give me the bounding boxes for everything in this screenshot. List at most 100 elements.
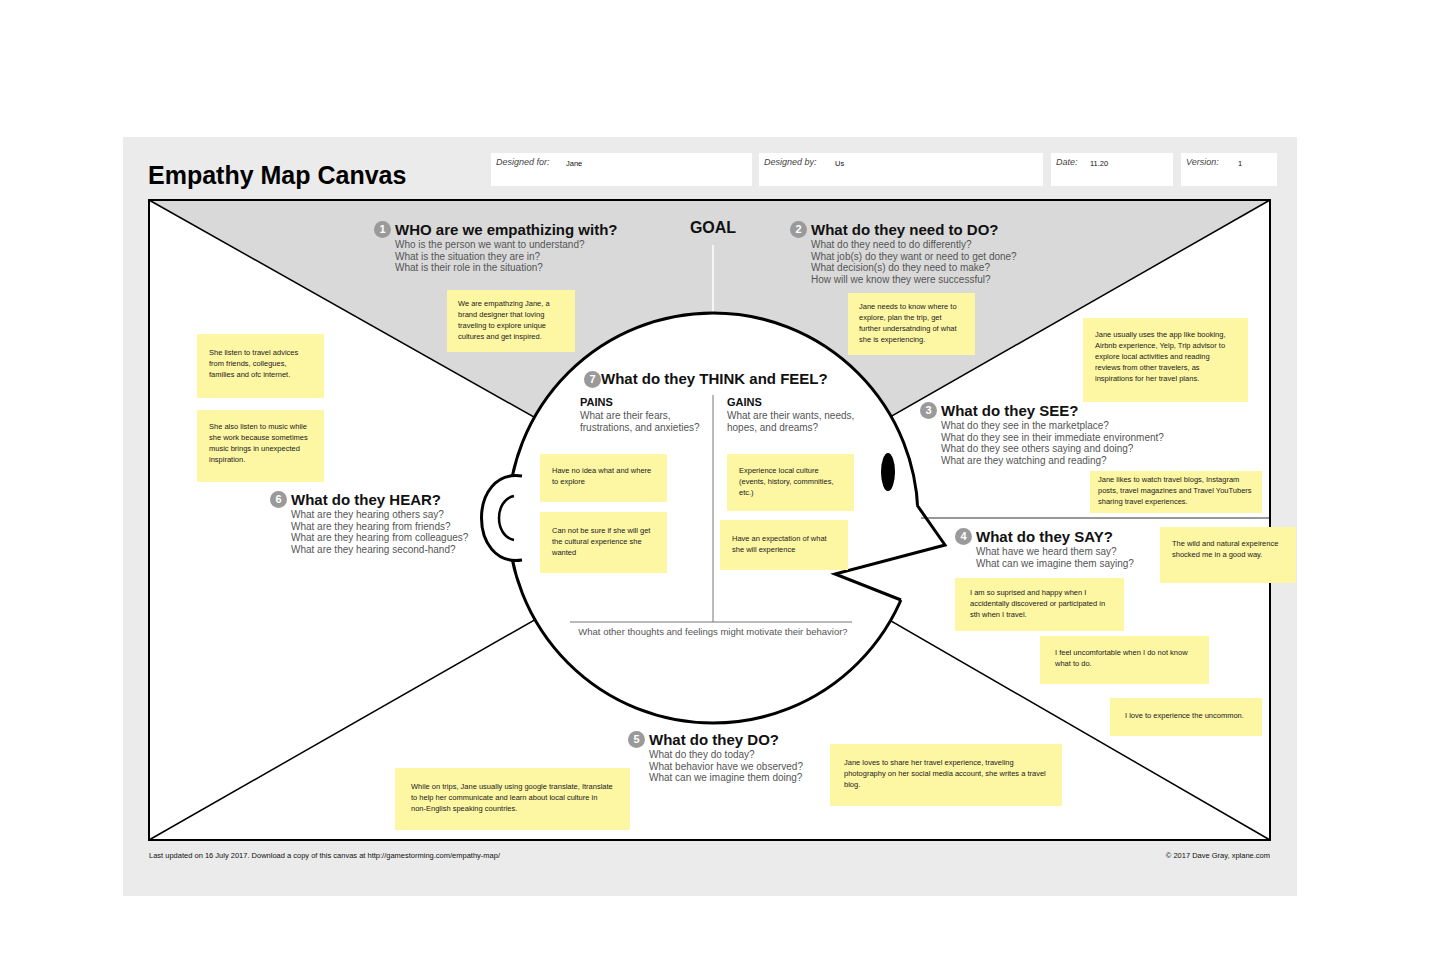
section-heading: What do they HEAR?: [291, 491, 441, 508]
sticky-note: She also listen to music while she work …: [197, 410, 324, 482]
section-question: What do they see others saying and doing…: [941, 443, 1164, 455]
section-question: What are their wants, needs, hopes, and …: [727, 410, 855, 434]
section-question: What do they need to do differently?: [811, 239, 1017, 251]
sticky-text: Jane loves to share her travel experienc…: [844, 758, 1048, 791]
canvas-title: Empathy Map Canvas: [148, 161, 406, 189]
think-text-wrap: What are their fears, frustrations, and …: [580, 410, 708, 434]
sticky-note: She listen to travel advices from friend…: [197, 334, 324, 398]
section-heading: What do they need to DO?: [811, 221, 999, 238]
section-heading-row: 2What do they need to DO?: [790, 220, 1017, 239]
label-wrap: GOAL: [690, 219, 736, 237]
field-label: Version:: [1186, 157, 1219, 167]
sticky-text: She listen to travel advices from friend…: [209, 348, 312, 381]
label-wrap: Last updated on 16 July 2017. Download a…: [149, 844, 500, 862]
think-text-wrap: What do they THINK and FEEL?: [601, 369, 828, 387]
callout-number: 2: [790, 221, 807, 238]
section-heading-row: 5What do they DO?: [628, 730, 803, 749]
field-box: Date:11.20: [1051, 153, 1173, 186]
think-text-wrap: 7: [584, 370, 601, 388]
callout-number: 3: [920, 402, 937, 419]
section-question: What are they hearing from friends?: [291, 521, 468, 533]
section-question: What decision(s) do they need to make?: [811, 262, 1017, 274]
sticky-note: I feel uncomfortable when I do not know …: [1040, 636, 1209, 684]
goal-label: GOAL: [690, 219, 736, 236]
section-question: What do they see in the marketplace?: [941, 420, 1164, 432]
sticky-text: Experience local culture (events, histor…: [739, 466, 842, 499]
ear-inner: [499, 496, 514, 540]
say-section: I am so suprised and happy when I accide…: [930, 522, 1296, 744]
head-outline: [508, 313, 918, 723]
sticky-text: Jane likes to watch travel blogs, Instag…: [1098, 475, 1254, 508]
sticky-note: Jane needs to know where to explore, pla…: [848, 293, 975, 355]
sticky-note: Have no idea what and where to explore: [540, 454, 667, 502]
field-label: Designed by:: [764, 157, 817, 167]
callout-number: 1: [374, 221, 391, 238]
section-heading: WHO are we empathizing with?: [395, 221, 618, 238]
section-question: What are they watching and reading?: [941, 455, 1164, 467]
sticky-text: The wild and natural expeirence shocked …: [1172, 539, 1284, 561]
sticky-note: Can not be sure if she will get the cult…: [540, 512, 667, 573]
eye: [881, 453, 895, 491]
sticky-note: We are empathzing Jane, a brand designer…: [447, 290, 575, 352]
section-question: What do they see in their immediate envi…: [941, 432, 1164, 444]
sticky-text: I am so suprised and happy when I accide…: [970, 588, 1109, 621]
goal-divider: [712, 245, 714, 313]
section-text: 3What do they SEE?What do they see in th…: [920, 401, 1164, 466]
section-heading-row: 4What do they SAY?: [955, 527, 1134, 546]
callout-number: 6: [270, 491, 287, 508]
section-question: What can we imagine them saying?: [976, 558, 1134, 570]
think-base-line: [570, 622, 852, 623]
field-label: Designed for:: [496, 157, 550, 167]
think-text-wrap: PAINS: [580, 396, 708, 409]
field-box: Designed for: Jane: [491, 153, 752, 186]
section-question: How will we know they were successful?: [811, 274, 1017, 286]
hear-section: She listen to travel advices from friend…: [190, 328, 490, 560]
section-question: What job(s) do they want or need to get …: [811, 251, 1017, 263]
section-question: What are they hearing from colleagues?: [291, 532, 468, 544]
sticky-text: Jane needs to know where to explore, pla…: [859, 302, 964, 346]
sticky-note: Jane likes to watch travel blogs, Instag…: [1090, 471, 1262, 513]
section-text: 6What do they HEAR? What are they hearing…: [270, 490, 468, 555]
section-heading-row: 6What do they HEAR?: [270, 490, 468, 509]
title-wrap: Empathy Map Canvas: [148, 161, 406, 190]
field-label: Date:: [1056, 157, 1078, 167]
sticky-text: Have no idea what and where to explore: [552, 466, 655, 488]
section-question: What is the situation they are in?: [395, 251, 618, 263]
copyright-note: © 2017 Dave Gray, xplane.com: [1166, 851, 1270, 860]
sticky-note: While on trips, Jane usually using googl…: [395, 768, 630, 830]
sticky-note: Jane loves to share her travel experienc…: [830, 744, 1062, 806]
section-question: What can we imagine them doing?: [649, 772, 803, 784]
field-box: Version:1: [1181, 153, 1277, 186]
sticky-text: We are empathzing Jane, a brand designer…: [458, 299, 564, 343]
footer-note: Last updated on 16 July 2017. Download a…: [149, 851, 500, 860]
gains-heading: GAINS: [727, 396, 855, 409]
callout-number: 5: [628, 731, 645, 748]
sticky-text: Have an expectation of what she will exp…: [732, 534, 836, 556]
mouth: [835, 505, 945, 600]
section-question: What are they hearing second-hand?: [291, 544, 468, 556]
canvas-frame: [149, 200, 1270, 840]
section-text: 4What do they SAY?What have we heard the…: [955, 527, 1134, 569]
canvas-field: [149, 200, 1270, 840]
section-heading: What do they DO?: [649, 731, 779, 748]
section-heading: What do they SEE?: [941, 402, 1079, 419]
see-say-divider: [918, 517, 1270, 518]
section-heading: What do they SAY?: [976, 528, 1113, 545]
section-text: 2What do they need to DO?What do they ne…: [790, 220, 1017, 285]
who-section: We are empathzing Jane, a brand designer…: [370, 212, 710, 367]
sticky-note: The wild and natural expeirence shocked …: [1160, 527, 1296, 583]
field-value: Jane: [566, 159, 582, 168]
section-question: What behavior have we observed?: [649, 761, 803, 773]
section-heading: What do they THINK and FEEL?: [601, 370, 828, 387]
section-question: What do they do today?: [649, 749, 803, 761]
sticky-note: Jane usually uses the app like booking, …: [1083, 318, 1248, 402]
sticky-text: I feel uncomfortable when I do not know …: [1055, 648, 1194, 670]
callout-number: 7: [584, 371, 601, 388]
think-text-wrap: GAINS: [727, 396, 855, 409]
section-heading-row: 3What do they SEE?: [920, 401, 1164, 420]
sticky-text: She also listen to music while she work …: [209, 422, 312, 466]
sticky-note: I am so suprised and happy when I accide…: [955, 578, 1124, 631]
ear: [482, 476, 523, 561]
